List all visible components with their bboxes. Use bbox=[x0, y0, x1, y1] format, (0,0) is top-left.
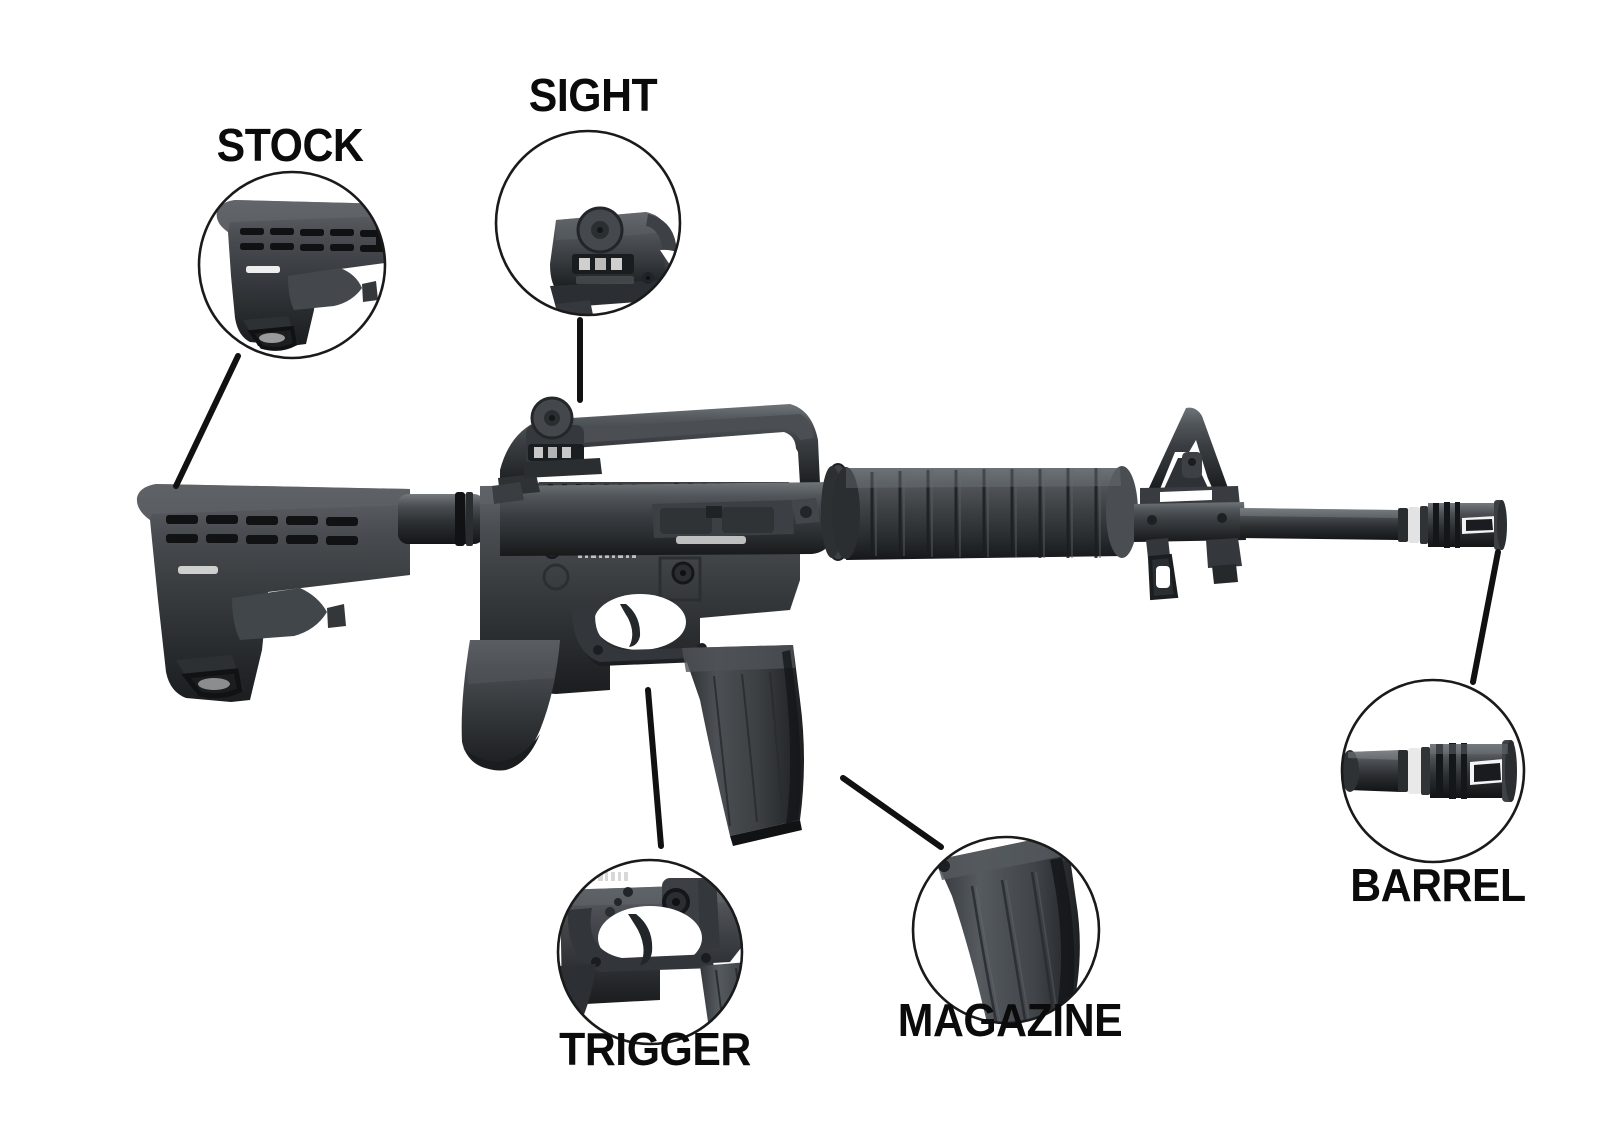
callout-circle-sight[interactable] bbox=[494, 129, 690, 324]
label-stock: STOCK bbox=[216, 119, 364, 171]
rifle-upper-receiver bbox=[492, 396, 830, 556]
label-magazine: MAGAZINE bbox=[897, 994, 1123, 1046]
rifle-stock bbox=[136, 484, 484, 702]
rifle-handguard bbox=[821, 463, 1138, 561]
leader-line-magazine bbox=[840, 775, 944, 850]
leader-lines bbox=[173, 317, 1501, 850]
rifle-body bbox=[136, 396, 1507, 846]
label-trigger: TRIGGER bbox=[559, 1023, 751, 1075]
rear-sight-assembly bbox=[524, 396, 602, 478]
leader-line-stock bbox=[173, 353, 241, 489]
callout-circle-trigger[interactable] bbox=[556, 858, 762, 1050]
callout-circle-barrel[interactable] bbox=[1340, 678, 1526, 864]
leader-line-barrel bbox=[1470, 549, 1501, 685]
rifle-barrel bbox=[1240, 500, 1507, 550]
front-sight-post bbox=[1134, 407, 1246, 601]
callout-circle-stock[interactable] bbox=[197, 170, 442, 360]
label-barrel: BARREL bbox=[1350, 859, 1526, 911]
leader-line-trigger bbox=[645, 687, 664, 849]
rifle-magazine bbox=[682, 645, 804, 846]
label-sight: SIGHT bbox=[528, 69, 658, 121]
